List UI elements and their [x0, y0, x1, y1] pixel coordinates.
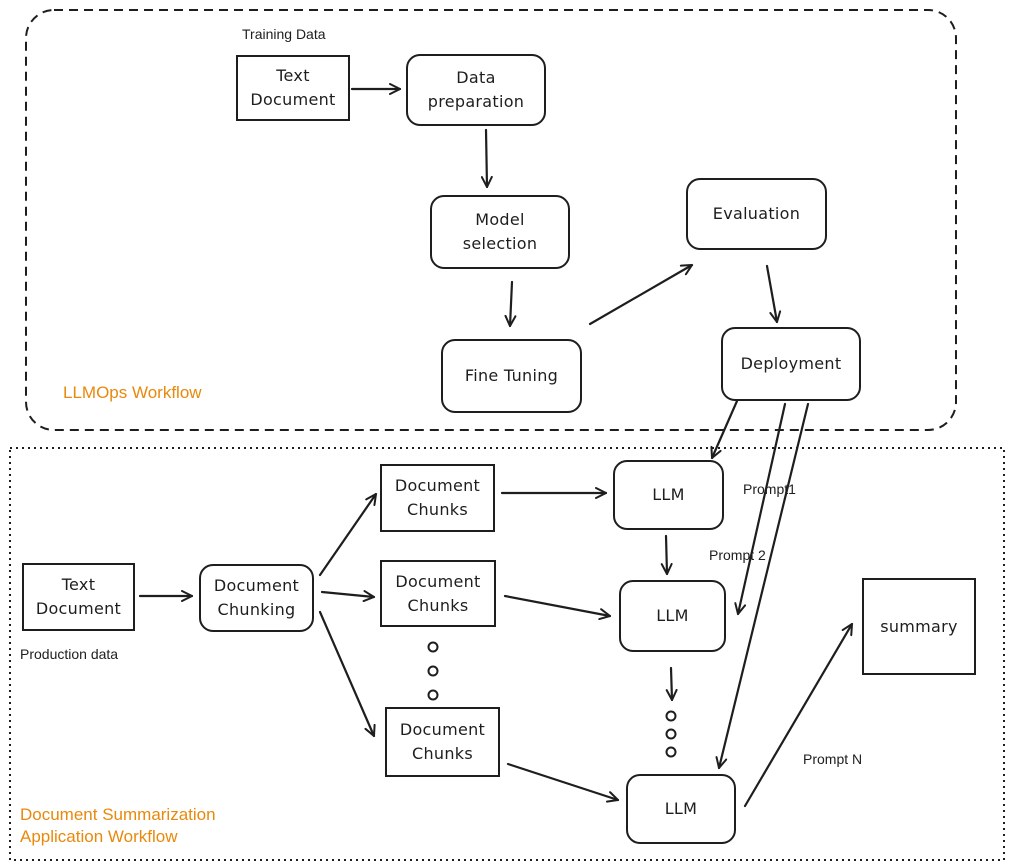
model-selection-node[interactable]: Model selection	[430, 195, 570, 269]
arrow-chunking-to-chunks2	[320, 590, 376, 603]
llm-ellipsis-dot	[665, 728, 677, 740]
production-data-label: Production data	[20, 646, 119, 662]
production-text-document-node[interactable]: Text Document	[22, 563, 135, 631]
training-data-label: Training Data	[242, 26, 326, 42]
fine-tuning-node[interactable]: Fine Tuning	[441, 339, 582, 413]
evaluation-node[interactable]: Evaluation	[686, 178, 827, 250]
document-chunks-node-2[interactable]: Document Chunks	[380, 560, 496, 627]
llm-node-3[interactable]: LLM	[626, 774, 736, 844]
document-chunks-node-3[interactable]: Document Chunks	[385, 707, 500, 777]
app-workflow-title: Document Summarization Application Workf…	[20, 805, 216, 846]
arrow-deploy-to-llm1	[710, 399, 739, 460]
document-chunking-node[interactable]: Document Chunking	[199, 564, 314, 632]
arrow-finetune-to-eval	[588, 263, 694, 326]
arrow-llm3-to-summary	[743, 622, 854, 808]
llm-node-1[interactable]: LLM	[613, 460, 724, 530]
arrow-chunks3-to-llm3	[506, 762, 620, 803]
prompt-label-1: Prompt1	[743, 481, 796, 497]
llm-ellipsis-dot	[665, 710, 677, 722]
arrow-chunking-to-chunks1	[318, 492, 378, 577]
llmops-workflow-title: LLMOps Workflow	[63, 383, 202, 402]
arrow-deploy-to-llm3	[715, 402, 810, 770]
summary-node[interactable]: summary	[862, 578, 976, 675]
training-text-document-node[interactable]: Text Document	[236, 55, 350, 121]
arrow-dataprep-to-model	[480, 128, 493, 189]
arrow-llm1-to-llm2	[660, 534, 673, 576]
arrow-llm2-dots	[665, 666, 678, 702]
prompt-label-2: Prompt 2	[709, 547, 766, 563]
deployment-node[interactable]: Deployment	[721, 327, 861, 401]
chunks-ellipsis-dot	[427, 641, 439, 653]
app-container	[9, 447, 1005, 861]
document-chunks-node-1[interactable]: Document Chunks	[380, 464, 495, 532]
prompt-label-n: Prompt N	[803, 751, 863, 767]
arrow-model-to-finetune	[504, 280, 517, 328]
chunks-ellipsis-dot	[427, 665, 439, 677]
arrow-chunks2-to-llm2	[503, 594, 612, 621]
data-preparation-node[interactable]: Data preparation	[406, 54, 546, 126]
arrow-eval-to-deploy	[765, 264, 782, 324]
llm-node-2[interactable]: LLM	[619, 580, 726, 652]
llm-ellipsis-dot	[665, 746, 677, 758]
llmops-container	[25, 9, 957, 431]
arrow-deploy-to-llm2	[734, 402, 787, 616]
chunks-ellipsis-dot	[427, 689, 439, 701]
arrow-chunking-to-chunks3	[318, 610, 376, 738]
